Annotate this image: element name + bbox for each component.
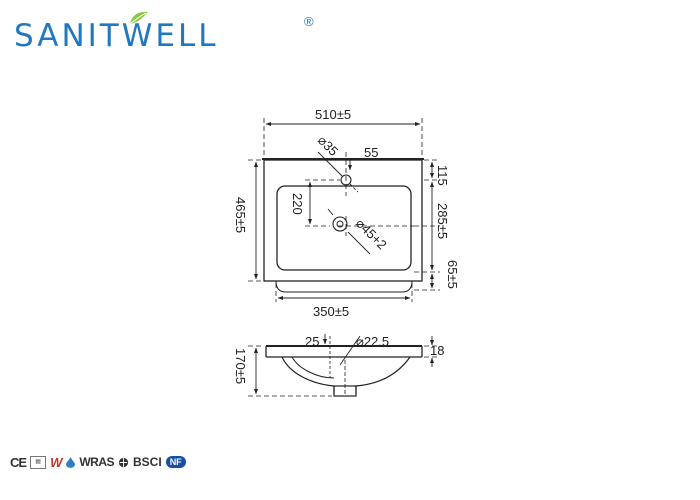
certificate-badge-icon: ▦ (30, 455, 47, 469)
certification-strip: CE ▦ W WRAS BSCI NF (10, 451, 186, 473)
label-bowl-width: 350±5 (313, 304, 349, 319)
label-overall-depth: 465±5 (233, 197, 248, 233)
brand-name: SANITWELL (14, 18, 219, 54)
w-mark: W (50, 454, 63, 470)
label-drain-diameter: ⌀45+2 (353, 216, 390, 253)
label-overall-height: 170±5 (233, 348, 248, 384)
top-view (248, 118, 440, 302)
bsci-mark: BSCI (133, 455, 162, 469)
side-bowl-curve (281, 356, 411, 394)
leaf-icon (129, 11, 148, 25)
bsci-globe-icon (118, 457, 129, 467)
front-lip (275, 280, 413, 293)
wras-mark: WRAS (79, 455, 115, 469)
label-overflow-depth: 25 (305, 334, 319, 349)
label-back-rim: 115 (435, 165, 450, 186)
label-front-rim: 65±5 (445, 260, 460, 289)
top-view-labels: 510±5 ⌀35 55 465±5 220 ⌀45+2 115 285±5 6… (233, 107, 460, 319)
label-tap-hole-offset: 55 (364, 145, 378, 160)
side-view-labels: 25 ⌀22.5 18 170±5 (233, 334, 444, 384)
side-view (248, 334, 440, 397)
drain-hole-inner (336, 220, 344, 228)
label-drain-to-front: 285±5 (435, 203, 450, 239)
nf-mark: NF (165, 456, 186, 468)
bowl-outline (276, 185, 412, 271)
brand-logo: SANITWELL ® (14, 11, 314, 56)
label-tap-hole-diameter: ⌀35 (315, 133, 341, 159)
tap-hole (340, 174, 352, 186)
registered-mark: ® (304, 14, 314, 29)
ce-mark: CE (10, 454, 27, 470)
label-overflow-diameter: ⌀22.5 (356, 334, 389, 349)
label-overall-width: 510±5 (315, 107, 351, 122)
water-drop-icon (66, 456, 76, 468)
label-rim-thickness: 18 (430, 343, 444, 358)
drain-hole-outer (332, 216, 348, 232)
label-tap-to-drain: 220 (290, 193, 305, 215)
basin-outer-outline (263, 159, 423, 282)
